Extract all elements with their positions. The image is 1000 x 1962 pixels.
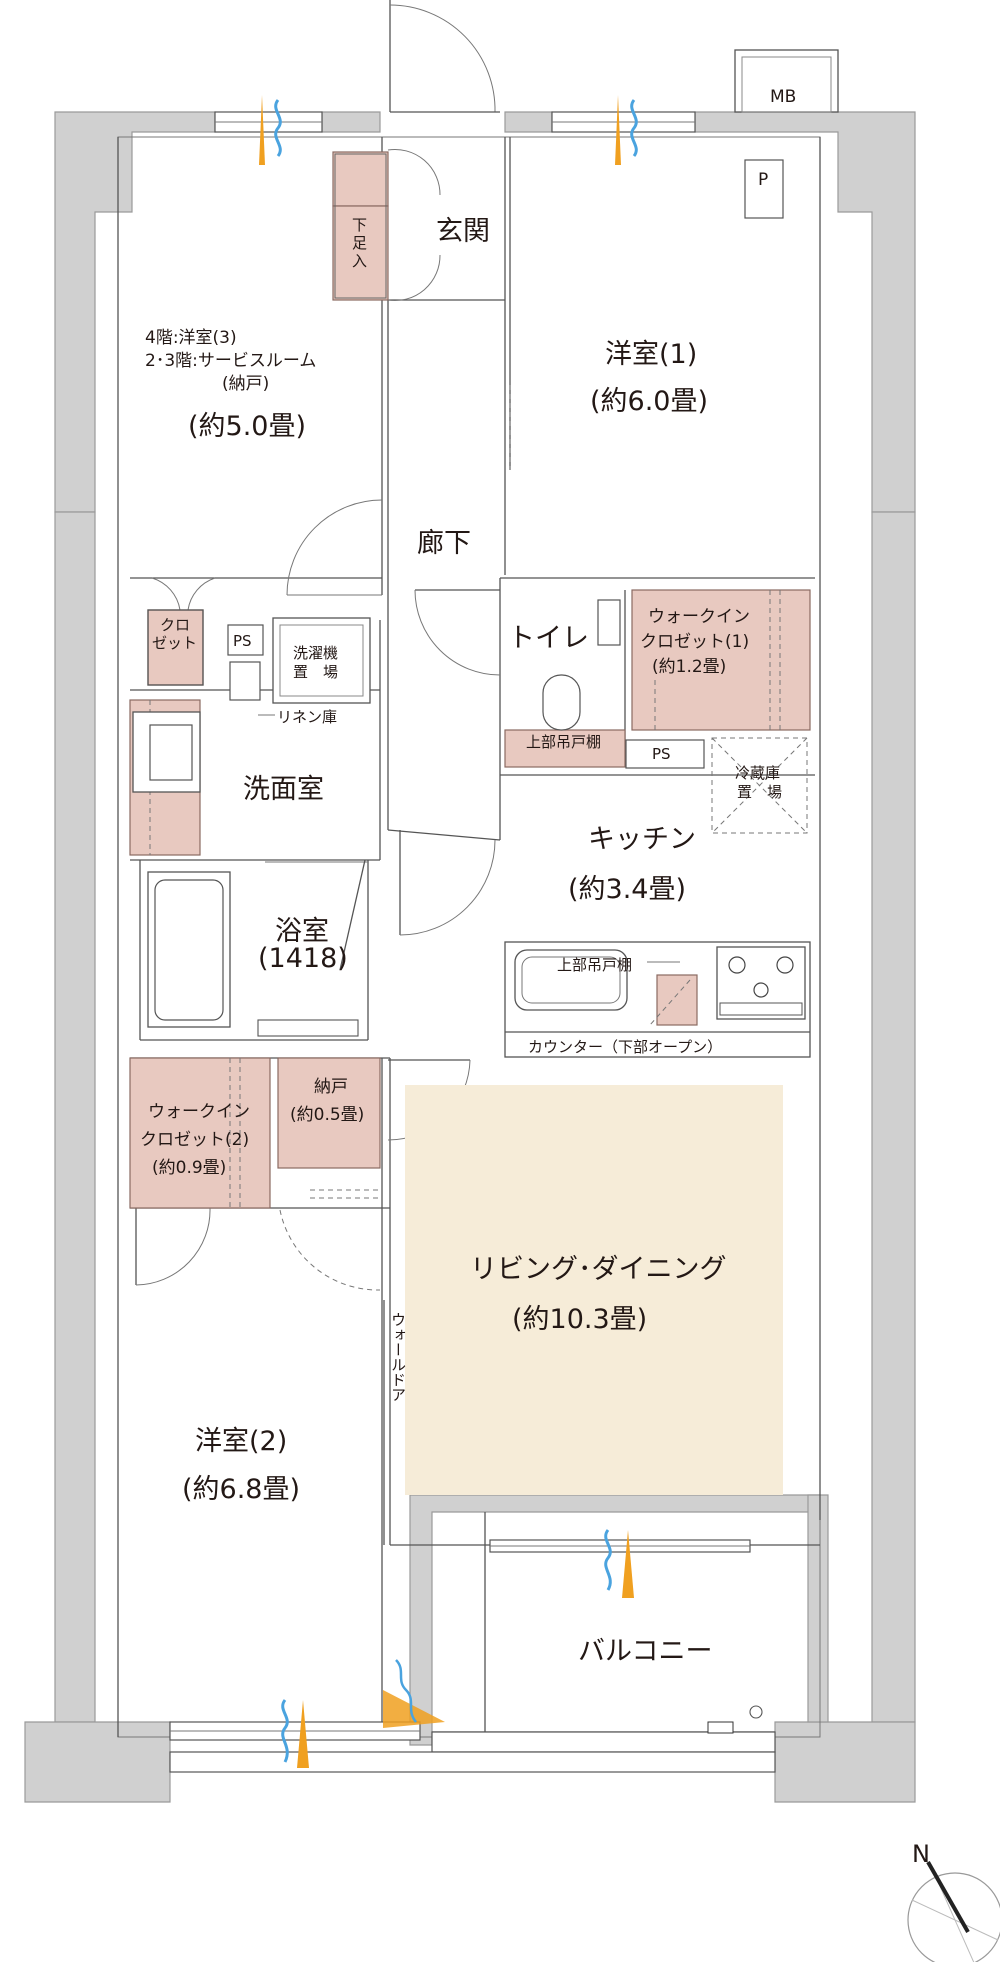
mb-box xyxy=(734,49,839,113)
kitchen-upper-shelf-label: 上部吊戸棚 xyxy=(557,956,632,974)
ps-right-label: PS xyxy=(652,745,671,763)
mb-label: MB xyxy=(770,87,796,107)
living-window xyxy=(489,1539,751,1553)
fridge-space xyxy=(711,737,808,834)
ps-right-box xyxy=(625,739,705,769)
room-labels: 玄関 下 足 入 4階:洋室(3) 2･3階:サービスルーム (納戸) (約5.… xyxy=(140,216,782,1667)
closet-line2: ゼット xyxy=(152,634,197,652)
corridor-label: 廊下 xyxy=(417,528,471,559)
washer-line1: 洗濯機 xyxy=(293,644,338,662)
storage-dashes xyxy=(149,385,781,1208)
kitchen-upper-shelf xyxy=(656,974,698,1026)
balcony-area xyxy=(169,1512,776,1773)
airflow-icon-corridor xyxy=(383,1659,445,1728)
toilet-label: トイレ xyxy=(508,623,589,654)
wic1-line3: (約1.2畳) xyxy=(652,657,726,677)
living-dining-floor xyxy=(405,1085,783,1495)
wic2-line1: ウォークイン xyxy=(148,1102,250,1122)
svg-text:足: 足 xyxy=(352,234,367,252)
bathtub xyxy=(147,871,359,1037)
living-dining-name: リビング･ダイニング xyxy=(470,1254,727,1285)
airflow-icon-top-right xyxy=(615,95,638,165)
toilet-upper-shelf-label: 上部吊戸棚 xyxy=(526,733,601,751)
bath-name: 浴室 xyxy=(275,916,329,947)
linen-label: リネン庫 xyxy=(277,708,337,726)
room2-size: (約6.8畳) xyxy=(182,1474,300,1505)
airflow-icon-living xyxy=(604,1529,634,1598)
toilet-fixture xyxy=(542,599,621,731)
wash-basin xyxy=(132,711,201,793)
north-label: N xyxy=(912,1840,930,1868)
bath-size: (1418) xyxy=(258,943,348,974)
stove xyxy=(716,946,806,1020)
walk-in-closet-2 xyxy=(129,1057,271,1209)
ps-left-box xyxy=(227,624,264,656)
exterior-walls xyxy=(24,111,916,1803)
room3-size: (約5.0畳) xyxy=(188,411,306,442)
washer-space xyxy=(272,617,371,704)
shoe-box xyxy=(332,205,389,301)
wic1-line2: クロゼット(1) xyxy=(640,632,749,652)
balcony-label: バルコニー xyxy=(578,1636,712,1667)
storeroom-size: (約0.5畳) xyxy=(290,1105,364,1125)
p-label: P xyxy=(758,170,768,190)
closet-line1: クロ xyxy=(160,616,190,634)
kitchen-size: (約3.4畳) xyxy=(568,874,686,905)
wic2-line3: (約0.9畳) xyxy=(152,1158,226,1178)
window-top-left xyxy=(214,111,323,133)
fridge-line1: 冷蔵庫 xyxy=(735,764,780,782)
ps-left-label: PS xyxy=(233,632,252,650)
shoe-box-label-1: 下 xyxy=(352,216,367,234)
toilet-upper-shelf xyxy=(504,729,626,768)
wic2-line2: クロゼット(2) xyxy=(140,1130,249,1150)
walk-in-closet-1 xyxy=(631,589,811,731)
wall-door-label: ウォールドア xyxy=(389,1312,407,1402)
kitchen-name: キッチン xyxy=(588,824,696,855)
room2-window xyxy=(169,1721,421,1741)
airflow-icon-room2 xyxy=(281,1699,309,1768)
living-dining-size: (約10.3畳) xyxy=(512,1304,647,1335)
room3-line2: 2･3階:サービスルーム xyxy=(145,351,316,371)
room3-line1: 4階:洋室(3) xyxy=(145,328,237,348)
shoe-box-upper xyxy=(332,151,389,207)
kitchen-sink xyxy=(514,949,628,1011)
entrance-door xyxy=(389,0,500,113)
storeroom xyxy=(277,1057,381,1169)
door-swings xyxy=(135,148,501,1291)
room2-name: 洋室(2) xyxy=(195,1426,287,1457)
counter-label: カウンター（下部オープン） xyxy=(528,1038,722,1056)
storeroom-name: 納戸 xyxy=(314,1077,348,1097)
room3-line3: (納戸) xyxy=(222,374,269,394)
window-top-right xyxy=(551,111,696,133)
room1-size: (約6.0畳) xyxy=(590,386,708,417)
svg-text:入: 入 xyxy=(352,252,367,270)
compass-icon xyxy=(907,1861,1000,1962)
fridge-line2: 置 場 xyxy=(737,783,782,801)
room1-name: 洋室(1) xyxy=(605,339,697,370)
genkan-label: 玄関 xyxy=(436,216,490,247)
washer-line2: 置 場 xyxy=(293,663,338,681)
washroom-label: 洗面室 xyxy=(243,774,324,805)
wic1-line1: ウォークイン xyxy=(648,607,750,627)
airflow-icon-top-left xyxy=(259,95,282,165)
pipe-shaft xyxy=(744,159,784,219)
